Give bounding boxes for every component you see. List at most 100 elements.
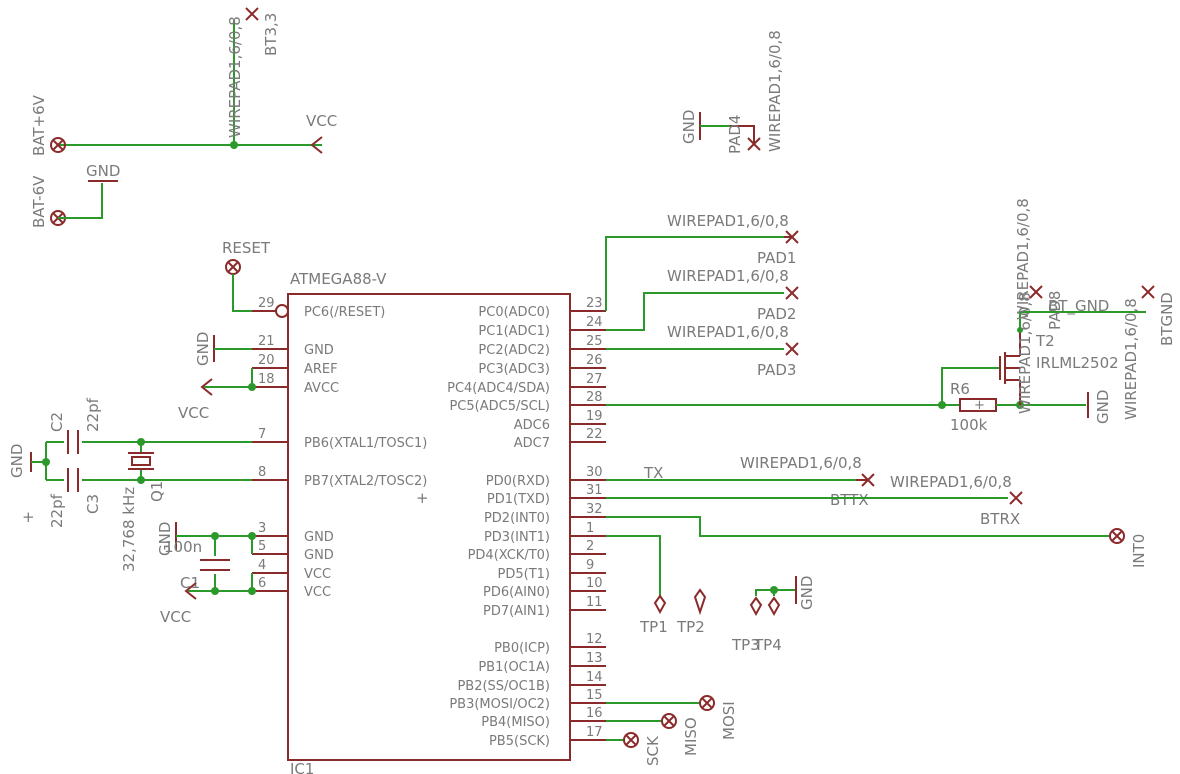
gnd-t2-label: GND xyxy=(1094,390,1112,424)
miso-label: MISO xyxy=(682,717,700,756)
c3-label: C3 xyxy=(84,494,102,514)
ic-pin-number: 2 xyxy=(586,539,594,554)
int0-pad-cross xyxy=(1111,530,1123,542)
ic-pin-number: 9 xyxy=(586,558,594,573)
ic-pin-number: 16 xyxy=(586,706,603,721)
btgnd-label: BTGND xyxy=(1158,292,1176,346)
ic-pin-number: 4 xyxy=(258,558,266,573)
ic-pin-number: 11 xyxy=(586,595,603,610)
reset-label: RESET xyxy=(222,239,271,257)
junction xyxy=(230,141,238,149)
pad8-mark xyxy=(1029,285,1043,299)
ic-pin-label: VCC xyxy=(304,585,331,600)
ic-pin-number: 10 xyxy=(586,576,603,591)
battery-section: WIREPAD1,6/0,8 BT3,3 VCC BAT+6V BAT-6V G… xyxy=(30,7,337,228)
tp1-icon xyxy=(653,594,667,615)
testpoint-section: TP1 TP2 GND TP3 TP4 xyxy=(606,535,816,654)
ic-pin-number: 12 xyxy=(586,632,603,647)
pad2-mark xyxy=(785,286,799,300)
ic-pin-label: PB2(SS/OC1B) xyxy=(457,679,550,694)
junction xyxy=(137,476,145,484)
tp3-icon xyxy=(749,596,763,617)
c3-capacitor-icon xyxy=(67,468,79,492)
btgnd-mark xyxy=(1141,285,1155,299)
btrx-label: BTRX xyxy=(980,510,1020,528)
r6-plus-mark: + xyxy=(974,398,985,413)
gate-wire xyxy=(941,367,1000,405)
junction xyxy=(211,587,219,595)
tp2-label: TP2 xyxy=(676,618,705,636)
spi-section: MOSI MISO SCK xyxy=(606,695,738,766)
ic1-symbol: ATMEGA88-V IC1 + 29PC6(/RESET)21GND20ARE… xyxy=(252,270,606,774)
origin-cross: + xyxy=(22,508,35,526)
ic-pin-label: GND xyxy=(304,548,334,563)
r6-value: 100k xyxy=(950,416,988,434)
t2-label: T2 xyxy=(1035,332,1055,350)
sck-pad-cross xyxy=(625,734,637,746)
ic-pin-number: 21 xyxy=(258,334,275,349)
junction xyxy=(770,586,778,594)
pad3-label: PAD3 xyxy=(757,361,796,379)
ic-pin-number: 15 xyxy=(586,688,603,703)
tp2-icon xyxy=(693,588,707,616)
ic-pin-label: PC4(ADC4/SDA) xyxy=(447,381,550,396)
c1-value: 100n xyxy=(164,538,202,556)
int0-wire xyxy=(606,516,1110,537)
c1-label: C1 xyxy=(180,574,200,592)
ic-pin-label: PC5(ADC5/SCL) xyxy=(449,399,550,414)
r6-label: R6 xyxy=(950,380,970,398)
tp4-label: TP4 xyxy=(753,636,782,654)
vcc-c1-label: VCC xyxy=(160,608,191,626)
ic-pin-number: 26 xyxy=(586,353,603,368)
c3-value: 22pf xyxy=(48,493,66,528)
crystal-section: GND C2 22pf 22pf C3 Q1 32,768 kHz xyxy=(8,397,252,572)
junction xyxy=(211,532,219,540)
pad4-section: GND PAD4 WIREPAD1,6/0,8 xyxy=(680,30,784,154)
bat-plus-pad-cross xyxy=(52,139,64,151)
ic-pin-number: 17 xyxy=(586,725,603,740)
ic-pin-number: 27 xyxy=(586,372,603,387)
ic-pin-label: GND xyxy=(304,343,334,358)
ic-pin-label: AREF xyxy=(304,362,338,377)
ic-pin-label: PD4(XCK/T0) xyxy=(468,548,550,563)
c2-value: 22pf xyxy=(84,397,102,432)
ic-pin-label: PB7(XTAL2/TOSC2) xyxy=(304,474,427,489)
ic1-right-pins: 23PC0(ADC0)24PC1(ADC1)25PC2(ADC2)26PC3(A… xyxy=(447,296,606,749)
btrx-wirepad-label: WIREPAD1,6/0,8 xyxy=(890,473,1012,491)
q1-label: Q1 xyxy=(148,481,166,502)
ic-pin-number: 3 xyxy=(258,521,266,536)
bttx-label: BTTX xyxy=(830,491,869,509)
gnd-bat-label: GND xyxy=(86,162,120,180)
tp4-icon xyxy=(767,596,781,617)
ic-pin-number: 31 xyxy=(586,483,603,498)
ic-pin-label: VCC xyxy=(304,567,331,582)
ic-pin-label: PD1(TXD) xyxy=(487,492,550,507)
ic-pin-number: 1 xyxy=(586,521,594,536)
ic-pin-number: 8 xyxy=(258,465,266,480)
q1-crystal-plates xyxy=(128,452,154,470)
t2-value: IRLML2502 xyxy=(1036,354,1119,372)
ic-pin-label: PB6(XTAL1/TOSC1) xyxy=(304,436,427,451)
ic-pin-label: PC3(ADC3) xyxy=(478,362,550,377)
btrx-mark xyxy=(1009,491,1023,505)
ic-pin-label: PD5(T1) xyxy=(498,567,550,582)
ic-pin-number: 29 xyxy=(258,296,275,311)
t2-section: + R6 100k GND T2 IRLML2502 WIREPAD1,6/0,… xyxy=(606,198,1176,434)
pad1-wire xyxy=(605,236,784,311)
ic-pin-number: 6 xyxy=(258,576,266,591)
reset-section: RESET xyxy=(222,239,289,318)
junction xyxy=(248,532,256,540)
gnd-tp-label: GND xyxy=(798,576,816,610)
ic-pin-number: 23 xyxy=(586,296,603,311)
pad8-label: PAD8 xyxy=(1046,291,1064,330)
ic-pin-number: 20 xyxy=(258,353,275,368)
pad4-mark xyxy=(747,137,761,151)
bttx-wirepad-label: WIREPAD1,6/0,8 xyxy=(740,454,862,472)
ic-pin-label: PD3(INT1) xyxy=(484,530,550,545)
ic-pin-number: 30 xyxy=(586,465,603,480)
bat-minus-label: BAT-6V xyxy=(30,175,48,228)
ic-pin-number: 18 xyxy=(258,372,275,387)
gnd-ic21-label: GND xyxy=(194,332,212,366)
bat-plus-pad-icon xyxy=(50,137,66,153)
bttx-mark xyxy=(856,473,875,487)
